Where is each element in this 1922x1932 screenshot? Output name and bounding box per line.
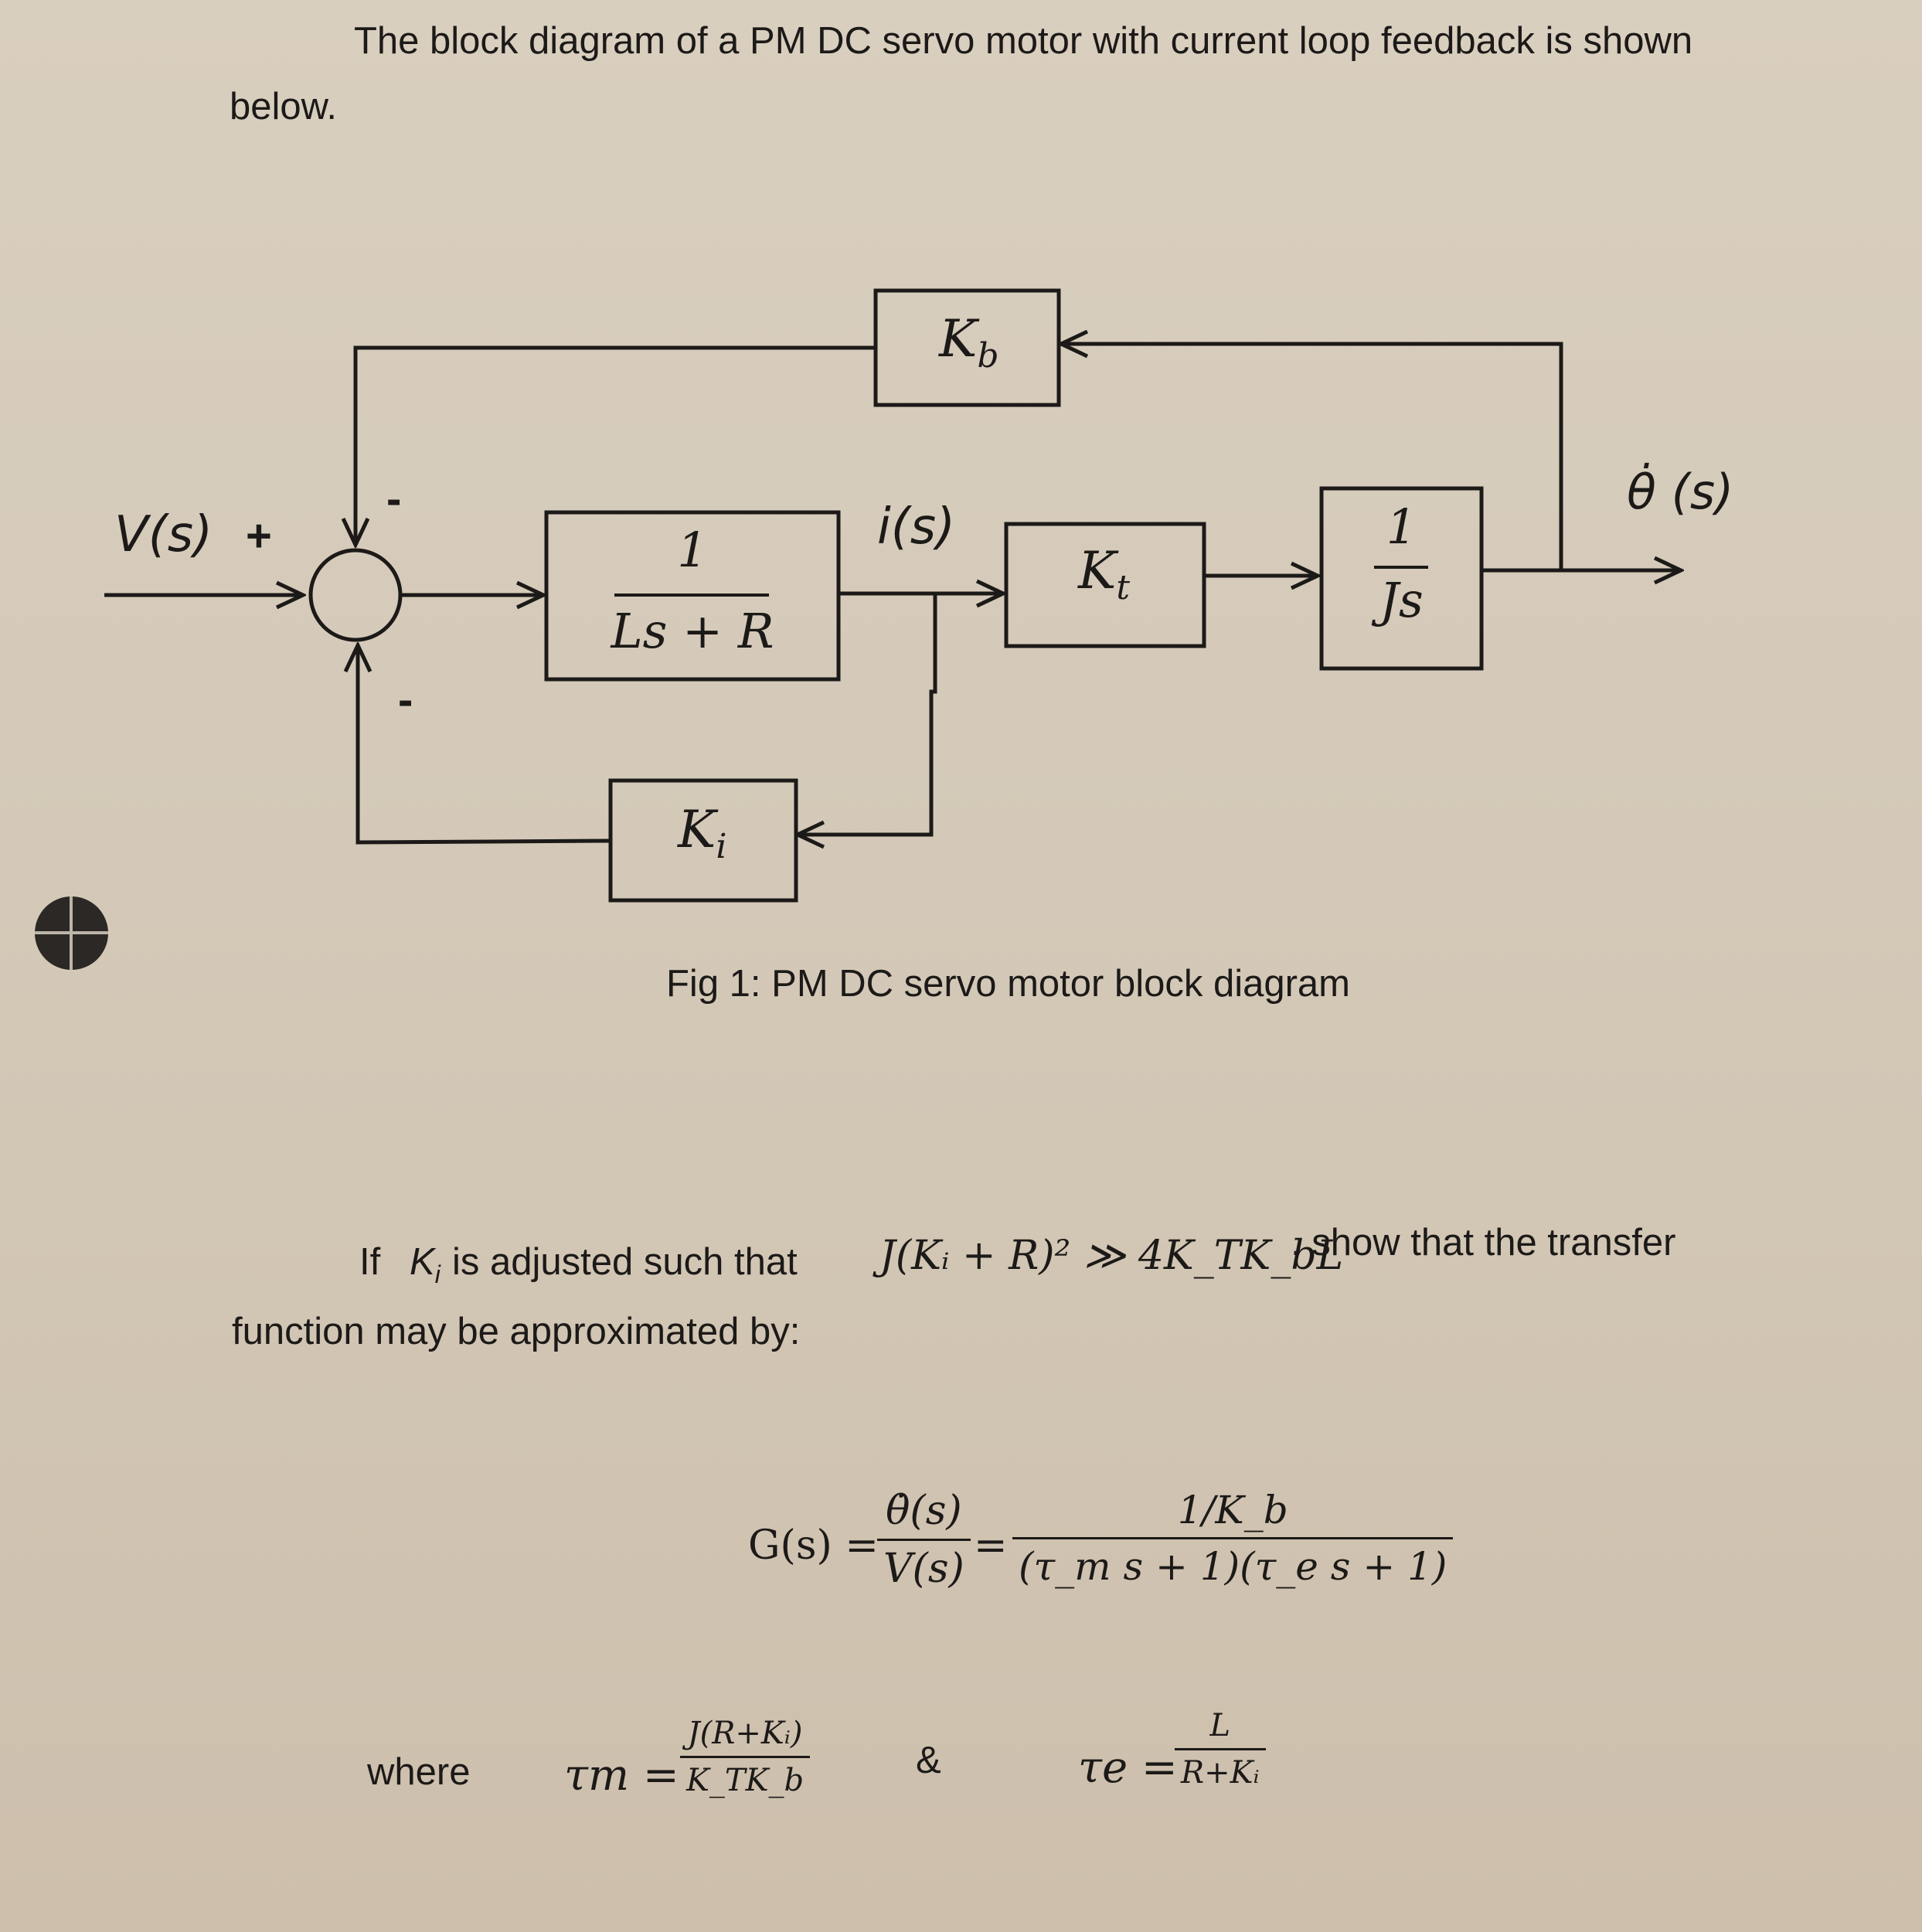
inertia-fraction-bar bbox=[1374, 566, 1428, 569]
kb-label: Kb bbox=[939, 309, 998, 376]
ki-feedback-right bbox=[798, 594, 937, 835]
logo-icon bbox=[35, 896, 108, 970]
inertia-numerator: 1 bbox=[1386, 498, 1417, 555]
eq-frac2-den: (τ_m s + 1)(τ_e s + 1) bbox=[1012, 1537, 1454, 1589]
ki-feedback-left bbox=[358, 645, 611, 845]
tau-e-label: τe = bbox=[1078, 1743, 1178, 1793]
plant-block bbox=[544, 510, 841, 682]
eq-equals: = bbox=[974, 1522, 1008, 1569]
ki-label: Ki bbox=[678, 800, 726, 866]
eq-lhs: G(s) = bbox=[748, 1522, 879, 1569]
question-ki-sub: i bbox=[434, 1260, 441, 1288]
question-condition-math: J(Kᵢ + R)² ≫ 4K_TK_bL bbox=[879, 1233, 1344, 1279]
plant-numerator: 1 bbox=[677, 522, 708, 578]
question-line-2: function may be approximated by: bbox=[232, 1311, 801, 1352]
eq-frac1-den: V(s) bbox=[877, 1539, 971, 1592]
ampersand: & bbox=[916, 1740, 941, 1781]
tau-e-den: R+Kᵢ bbox=[1175, 1748, 1266, 1791]
plant-fraction-bar bbox=[614, 594, 769, 597]
question-ki: Ki bbox=[410, 1240, 441, 1289]
tau-e-num: L bbox=[1209, 1708, 1231, 1743]
kt-main: K bbox=[1078, 541, 1117, 600]
input-label: V(s) bbox=[114, 506, 213, 563]
kb-feedback-left bbox=[355, 345, 876, 545]
minus-bottom: - bbox=[398, 675, 413, 725]
kt-label: Kt bbox=[1078, 541, 1130, 607]
eq-frac1-num: θ̇(s) bbox=[886, 1488, 962, 1534]
inertia-block bbox=[1319, 486, 1484, 671]
question-if: If bbox=[359, 1241, 381, 1283]
intro-line-1: The block diagram of a PM DC servo motor… bbox=[354, 20, 1693, 62]
tau-m-num: J(R+Kᵢ) bbox=[687, 1716, 803, 1751]
tau-e-frac: L R+Kᵢ bbox=[1175, 1708, 1266, 1791]
kt-block bbox=[1004, 522, 1206, 648]
ki-block bbox=[608, 778, 798, 903]
intro-line-2: below. bbox=[230, 86, 337, 128]
eq-frac1: θ̇(s) V(s) bbox=[877, 1488, 971, 1592]
figure-caption: Fig 1: PM DC servo motor block diagram bbox=[666, 963, 1350, 1005]
inertia-denominator: Js bbox=[1379, 572, 1424, 628]
kb-block bbox=[873, 288, 1061, 407]
kb-main: K bbox=[939, 309, 978, 369]
question-ki-main: K bbox=[410, 1241, 435, 1283]
ki-sub: i bbox=[716, 827, 727, 867]
tau-m-den: K_TK_b bbox=[680, 1756, 811, 1798]
kb-sub: b bbox=[977, 336, 999, 376]
kt-sub: t bbox=[1116, 568, 1130, 608]
kb-feedback-right bbox=[1061, 344, 1563, 570]
plant-denominator: Ls + R bbox=[611, 603, 774, 659]
question-suffix: , show that the transfer bbox=[1291, 1222, 1676, 1264]
tau-m-label: τm = bbox=[564, 1750, 679, 1801]
minus-top: - bbox=[386, 474, 402, 524]
where-label: where bbox=[367, 1751, 471, 1793]
summing-junction bbox=[308, 548, 403, 642]
ki-main: K bbox=[678, 800, 716, 859]
output-label: θ̇ (s) bbox=[1627, 464, 1734, 520]
plus-sign: + bbox=[246, 511, 272, 561]
eq-frac2-num: 1/K_b bbox=[1177, 1488, 1288, 1532]
eq-frac2: 1/K_b (τ_m s + 1)(τ_e s + 1) bbox=[1012, 1488, 1454, 1589]
question-condition-text: is adjusted such that bbox=[452, 1241, 798, 1283]
tau-m-frac: J(R+Kᵢ) K_TK_b bbox=[680, 1716, 811, 1798]
current-label: i(s) bbox=[877, 498, 956, 556]
